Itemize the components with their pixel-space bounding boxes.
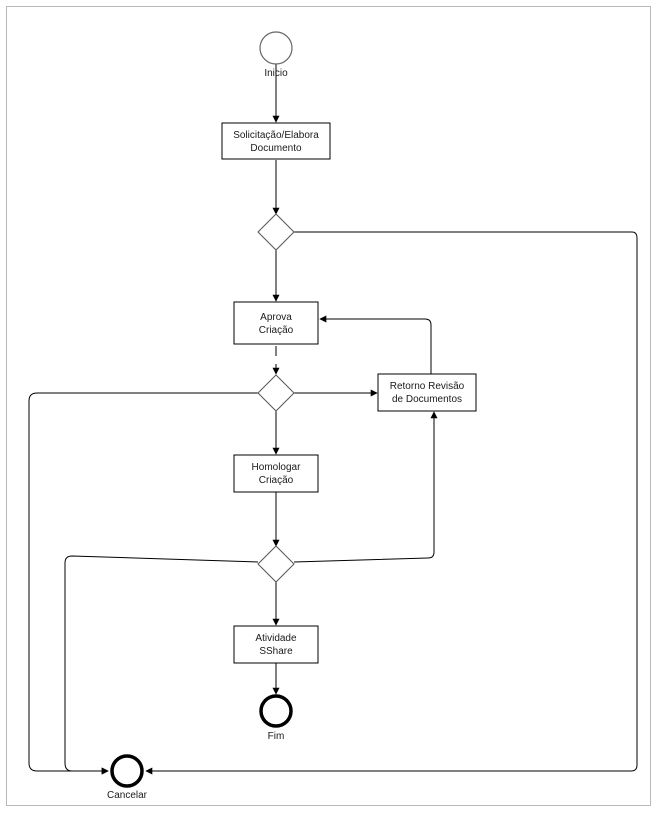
task-solicitacao-line2: Documento: [250, 143, 302, 154]
task-retorno-line1: Retorno Revisão: [390, 381, 465, 392]
gateway-1[interactable]: [257, 213, 295, 251]
edge-gateway1-to-cancel: [145, 231, 638, 775]
edge-gateway2-to-cancel: [28, 392, 258, 775]
task-atividade[interactable]: Atividade SShare: [233, 625, 319, 664]
task-atividade-line2: SShare: [259, 646, 293, 657]
task-homologar-line1: Homologar: [252, 462, 302, 473]
cancel-label: Cancelar: [107, 790, 148, 801]
cancel-circle-icon: [110, 754, 144, 788]
edge-gateway3-to-cancel: [64, 555, 259, 775]
start-circle-icon: [259, 31, 293, 65]
task-retorno-line2: de Documentos: [392, 394, 462, 405]
task-atividade-line1: Atividade: [255, 633, 297, 644]
gateway-2[interactable]: [257, 374, 295, 412]
task-homologar[interactable]: Homologar Criação: [233, 454, 319, 493]
task-aprova-line2: Criação: [259, 325, 294, 336]
task-aprova-line1: Aprova: [260, 312, 292, 323]
task-aprova[interactable]: Aprova Criação: [233, 301, 319, 345]
task-solicitacao[interactable]: Solicitação/Elabora Documento: [221, 122, 331, 160]
end-label: Fim: [268, 731, 285, 742]
edge-retorno-to-aprova: [319, 315, 432, 374]
task-retorno[interactable]: Retorno Revisão de Documentos: [377, 373, 477, 412]
task-homologar-line2: Criação: [259, 475, 294, 486]
start-event[interactable]: Inicio: [259, 31, 293, 79]
end-event[interactable]: Fim: [259, 694, 293, 742]
edges: [28, 63, 638, 775]
start-label: Inicio: [264, 68, 288, 79]
task-solicitacao-line1: Solicitação/Elabora: [233, 130, 319, 141]
gateway-3[interactable]: [257, 545, 295, 583]
end-circle-icon: [259, 694, 293, 728]
cancel-event[interactable]: Cancelar: [107, 754, 148, 801]
edge-gateway3-to-retorno: [293, 411, 438, 563]
